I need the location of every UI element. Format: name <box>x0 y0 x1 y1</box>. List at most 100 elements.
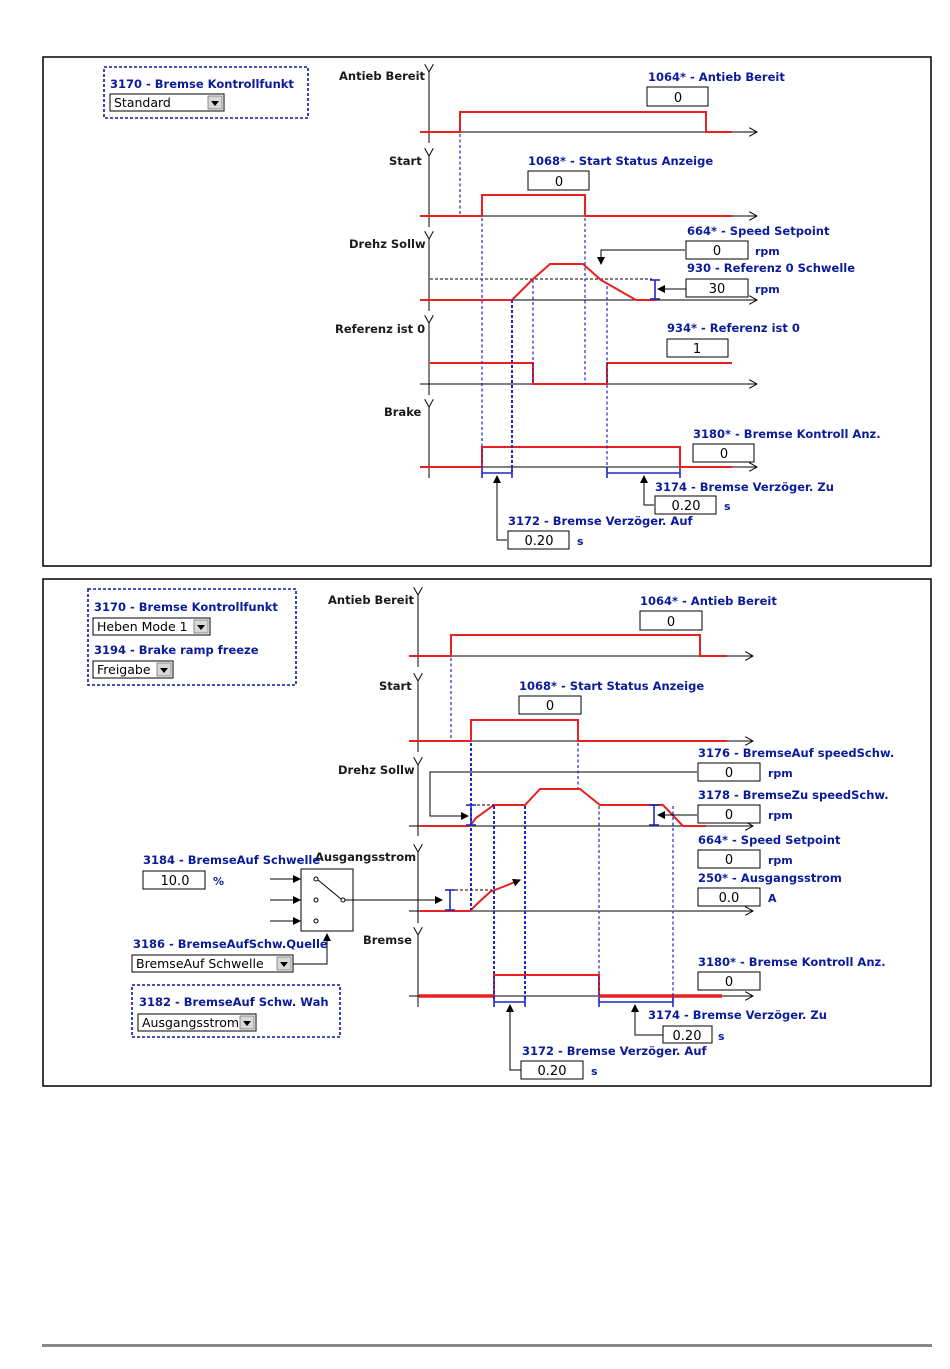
panel-frame <box>42 578 932 1087</box>
param-250-value: 0.0 <box>719 891 740 906</box>
param-1064-label: 1064* - Antieb Bereit <box>640 594 777 608</box>
signal-antieb-trace <box>409 634 727 657</box>
signal-label-bremse: Bremse <box>363 933 412 947</box>
param-664-unit: rpm <box>755 245 780 258</box>
signal-label-referenz: Referenz ist 0 <box>335 322 425 336</box>
param-930-label: 930 - Referenz 0 Schwelle <box>687 261 855 275</box>
panel-standard: 3170 - Bremse Kontrollfunkt Standard Ant… <box>42 56 932 567</box>
brake-open-speed-arrow <box>429 771 697 820</box>
signal-label-drehz: Drehz Sollw <box>349 237 426 251</box>
param-3174-field[interactable] <box>662 1025 713 1044</box>
param-3174-label: 3174 - Bremse Verzöger. Zu <box>648 1008 827 1022</box>
param-250-field[interactable] <box>697 887 761 907</box>
param-3184-value: 10.0 <box>161 874 190 889</box>
brake-control-select-value: Standard <box>114 95 171 110</box>
param-664-field[interactable] <box>697 849 761 869</box>
param-934-label: 934* - Referenz ist 0 <box>667 321 800 335</box>
panel-heben-mode: 3170 - Bremse Kontrollfunkt Heben Mode 1… <box>42 578 932 1087</box>
param-664-value: 0 <box>725 853 733 868</box>
brake-control-group <box>103 66 309 119</box>
param-3178-value: 0 <box>725 808 733 823</box>
signal-drehz-trace <box>420 788 706 827</box>
param-3172-unit: s <box>577 535 584 548</box>
source-select-arrow <box>293 933 331 965</box>
footer-rule <box>42 1344 932 1347</box>
param-1068-label: 1068* - Start Status Anzeige <box>519 679 704 693</box>
param-3184-unit: % <box>213 875 224 888</box>
signal-start-trace <box>420 194 732 217</box>
param-3180-field[interactable] <box>697 971 761 991</box>
param-3172-field[interactable] <box>507 530 570 550</box>
chevron-down-icon <box>197 625 205 630</box>
param-930-value: 30 <box>709 282 726 297</box>
param-1064-label: 1064* - Antieb Bereit <box>648 70 785 84</box>
param-3186-select[interactable]: BremseAuf Schwelle <box>131 954 294 973</box>
param-3172-field[interactable] <box>520 1060 584 1080</box>
param-1064-field[interactable] <box>639 610 703 631</box>
signal-label-start: Start <box>389 154 422 168</box>
panel-frame <box>42 56 932 567</box>
param-3174-value: 0.20 <box>672 499 701 514</box>
signal-label-brake: Brake <box>384 405 422 419</box>
delay-zu-arrow <box>631 1004 663 1036</box>
param-664-label: 664* - Speed Setpoint <box>687 224 830 238</box>
param-1068-field[interactable] <box>518 695 582 715</box>
brake-control-select-value: Heben Mode 1 <box>97 619 188 634</box>
ramp-freeze-select[interactable]: Freigabe <box>92 660 174 679</box>
param-3180-label: 3180* - Bremse Kontroll Anz. <box>693 427 881 441</box>
chevron-down-icon <box>280 962 288 967</box>
param-3180-value: 0 <box>720 447 728 462</box>
param-3178-label: 3178 - BremseZu speedSchw. <box>698 788 889 802</box>
param-664-value: 0 <box>713 244 721 259</box>
param-3180-field[interactable] <box>692 443 755 463</box>
param-664-field[interactable] <box>685 240 749 260</box>
brake-control-title: 3170 - Bremse Kontrollfunkt <box>94 600 278 614</box>
signal-current-trace <box>420 878 521 912</box>
param-3172-value: 0.20 <box>538 1064 567 1079</box>
param-3182-select[interactable]: Ausgangsstrom <box>137 1013 257 1032</box>
param-3176-value: 0 <box>725 766 733 781</box>
param-1068-value: 0 <box>555 175 563 190</box>
signal-label-antieb: Antieb Bereit <box>339 69 426 83</box>
param-1068-field[interactable] <box>527 170 590 191</box>
param-3176-unit: rpm <box>768 767 793 780</box>
param-1064-value: 0 <box>674 91 682 106</box>
delay-auf-arrow <box>506 1004 521 1071</box>
signal-brake-trace <box>420 446 732 468</box>
param-3174-field[interactable] <box>654 495 717 515</box>
delay-zu-arrow <box>640 475 654 506</box>
chevron-down-icon <box>211 101 219 106</box>
param-1068-label: 1068* - Start Status Anzeige <box>528 154 713 168</box>
param-930-unit: rpm <box>755 283 780 296</box>
param-3174-unit: s <box>724 500 731 513</box>
param-3184-field[interactable] <box>142 870 206 890</box>
param-3172-label: 3172 - Bremse Verzöger. Auf <box>508 514 694 528</box>
brake-control-select[interactable]: Heben Mode 1 <box>92 617 211 636</box>
param-3174-label: 3174 - Bremse Verzöger. Zu <box>655 480 834 494</box>
param-1064-value: 0 <box>667 615 675 630</box>
chevron-down-icon <box>160 668 168 673</box>
param-3180-label: 3180* - Bremse Kontroll Anz. <box>698 955 886 969</box>
delay-auf-arrow <box>493 475 507 541</box>
param-3178-field[interactable] <box>697 804 761 824</box>
param-3180-value: 0 <box>725 975 733 990</box>
signal-start-trace <box>409 719 727 742</box>
param-930-field[interactable] <box>685 278 749 298</box>
brake-control-select[interactable]: Standard <box>109 93 225 112</box>
setpoint-arrow <box>597 249 685 265</box>
signal-drehz-trace <box>420 263 657 301</box>
param-3186-label: 3186 - BremseAufSchw.Quelle <box>133 937 328 951</box>
signal-antieb-trace <box>420 111 732 133</box>
param-934-field[interactable] <box>666 338 729 358</box>
param-250-label: 250* - Ausgangsstrom <box>698 871 842 885</box>
param-3176-field[interactable] <box>697 762 761 782</box>
param-3182-label: 3182 - BremseAuf Schw. Wah <box>139 995 329 1009</box>
param-1064-field[interactable] <box>646 86 709 107</box>
param-3172-unit: s <box>591 1065 598 1078</box>
ramp-freeze-select-value: Freigabe <box>97 662 151 677</box>
chevron-down-icon <box>243 1021 251 1026</box>
param-250-unit: A <box>768 892 777 905</box>
signal-label-antieb: Antieb Bereit <box>328 593 415 607</box>
param-664-unit: rpm <box>768 854 793 867</box>
